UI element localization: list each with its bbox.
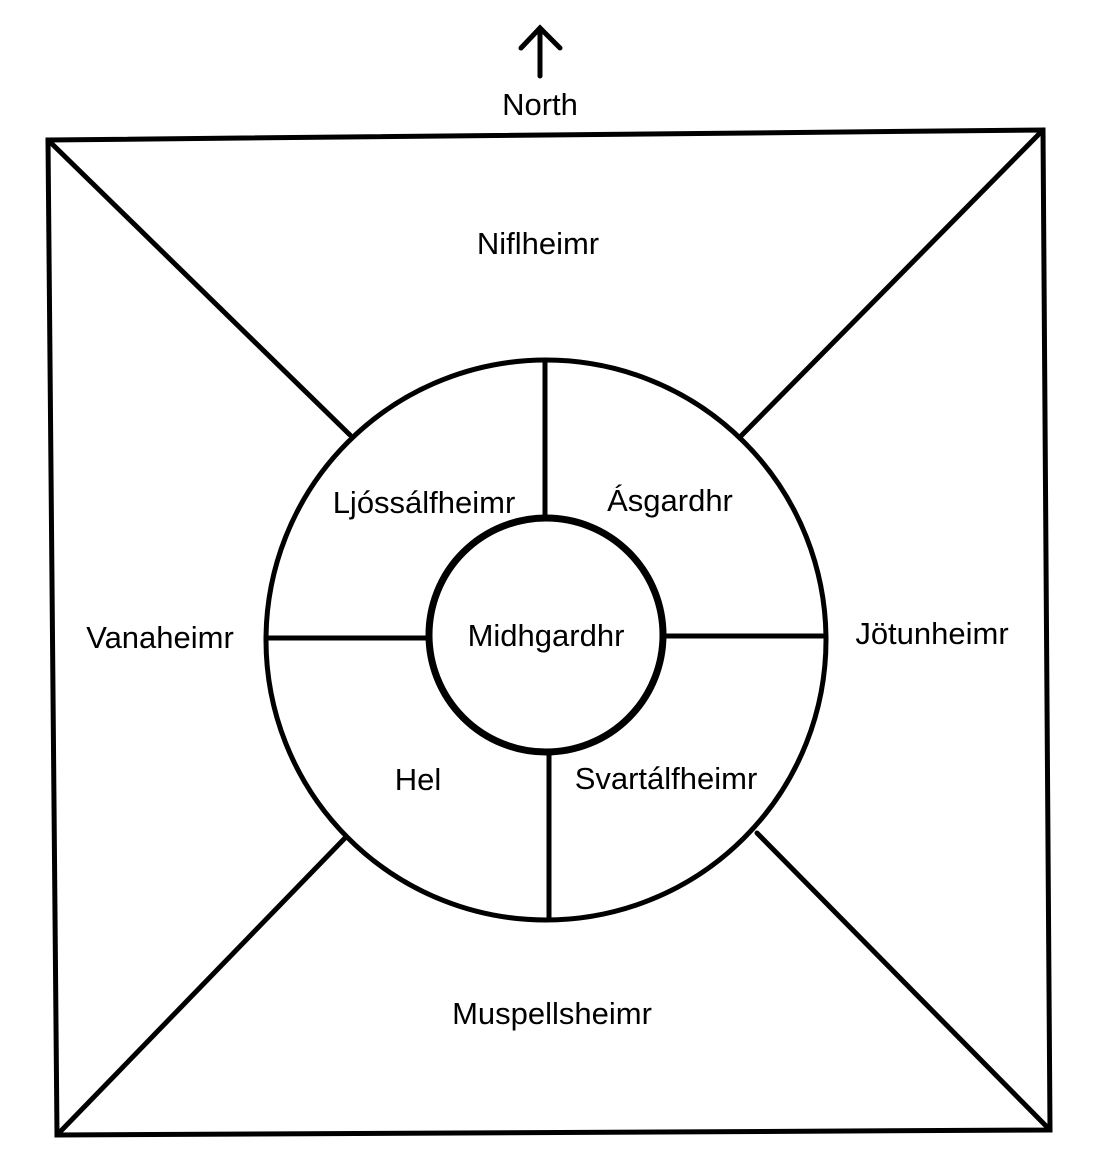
- realm-midhgardhr: Midhgardhr: [468, 618, 625, 653]
- realm-hel: Hel: [395, 762, 442, 797]
- realm-svartalfheimr: Svartálfheimr: [575, 761, 758, 796]
- north-arrow-icon: [518, 24, 563, 79]
- north-label: North: [502, 87, 578, 122]
- diagonal-sw: [54, 835, 348, 1138]
- realm-jotunheimr: Jötunheimr: [855, 616, 1008, 651]
- realm-vanaheimr: Vanaheimr: [86, 620, 234, 655]
- realm-ljossalfheimr: Ljóssálfheimr: [333, 485, 516, 520]
- diagonal-nw: [45, 137, 353, 438]
- realm-asgardhr: Ásgardhr: [607, 483, 733, 518]
- diagonal-ne: [737, 127, 1046, 440]
- realm-niflheimr: Niflheimr: [477, 226, 599, 261]
- diagonal-se: [754, 830, 1053, 1133]
- realm-muspellsheimr: Muspellsheimr: [452, 996, 652, 1031]
